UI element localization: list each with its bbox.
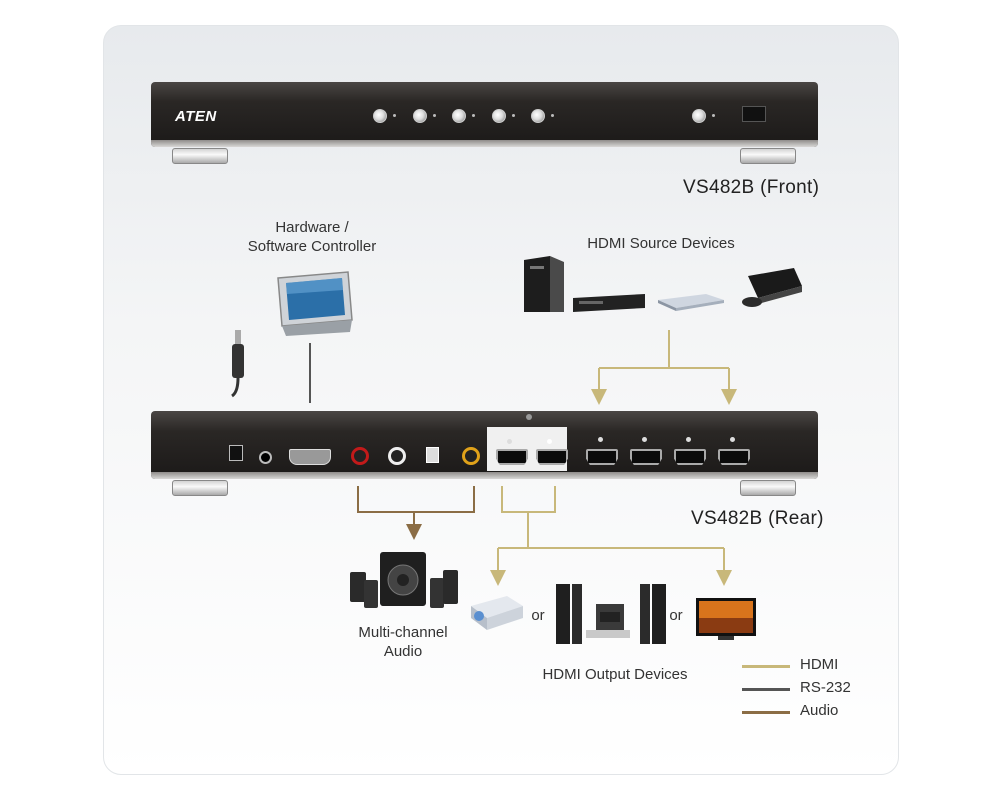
hdmi-input-4-indicator <box>730 437 735 442</box>
port-led-4 <box>512 114 515 117</box>
output-select-button <box>692 109 706 123</box>
front-foot-right <box>740 148 796 164</box>
blu-ray-player-icon <box>573 294 645 312</box>
touch-panel-controller-icon <box>277 271 353 336</box>
speaker-system-icon <box>350 552 458 608</box>
port-select-button-5 <box>531 109 545 123</box>
port-select-button-3 <box>452 109 466 123</box>
projector-icon <box>471 596 523 630</box>
rear-panel-edge <box>151 472 818 479</box>
front-foot-left <box>172 148 228 164</box>
port-select-button-1 <box>373 109 387 123</box>
set-top-box-icon <box>658 294 724 311</box>
controller-label: Hardware / Software Controller <box>232 218 392 256</box>
front-panel: ATEN <box>151 82 818 147</box>
audio-left-rca-jack <box>351 447 369 465</box>
hdtv-icon <box>696 598 756 640</box>
front-panel-label: VS482B (Front) <box>683 177 820 198</box>
legend-audio-swatch <box>742 711 790 714</box>
pc-tower-icon <box>524 256 564 312</box>
hdmi-output-port-2 <box>536 449 568 465</box>
hdmi-input-port-1 <box>586 449 618 465</box>
source-devices-label: HDMI Source Devices <box>587 235 735 252</box>
port-led-2 <box>433 114 436 117</box>
front-panel-edge <box>151 140 818 147</box>
output-devices-label: HDMI Output Devices <box>542 666 688 683</box>
audio-right-rca-jack <box>388 447 406 465</box>
legend-audio-label: Audio <box>800 702 839 719</box>
rs232-port <box>289 449 331 465</box>
port-select-button-4 <box>492 109 506 123</box>
port-select-button-2 <box>413 109 427 123</box>
dc-power-jack <box>229 445 243 461</box>
audio-label-line2: Audio <box>383 643 423 660</box>
audio-label: Multi-channel Audio <box>343 623 463 661</box>
hdmi-output-1-indicator <box>507 439 512 444</box>
hdmi-output-2-indicator <box>547 439 552 444</box>
rear-foot-left <box>172 480 228 496</box>
or-separator-2: or <box>669 607 683 624</box>
ir-receiver-window <box>742 106 766 122</box>
hdmi-input-3-indicator <box>686 437 691 442</box>
hdmi-input-1-indicator <box>598 437 603 442</box>
rear-foot-right <box>740 480 796 496</box>
port-led-3 <box>472 114 475 117</box>
hdmi-input-port-3 <box>674 449 706 465</box>
hdmi-output-port-1 <box>496 449 528 465</box>
port-led-5 <box>551 114 554 117</box>
ir-port <box>259 451 272 464</box>
rs232-cable <box>309 343 311 403</box>
legend-rs232-swatch <box>742 688 790 691</box>
aten-logo: ATEN <box>175 108 217 125</box>
hdmi-input-2-indicator <box>642 437 647 442</box>
coaxial-audio-jack <box>462 447 480 465</box>
rear-panel <box>151 411 818 479</box>
legend-hdmi-label: HDMI <box>800 656 839 673</box>
controller-label-line1: Hardware / <box>275 219 349 236</box>
controller-label-line2: Software Controller <box>247 238 377 255</box>
hdmi-input-port-2 <box>630 449 662 465</box>
legend-rs232-label: RS-232 <box>800 679 851 696</box>
game-console-icon <box>742 268 802 307</box>
rear-panel-label: VS482B (Rear) <box>691 508 824 529</box>
port-led-1 <box>393 114 396 117</box>
hdmi-input-port-4 <box>718 449 750 465</box>
output-led <box>712 114 715 117</box>
or-separator-1: or <box>531 607 545 624</box>
power-adapter-plug-icon <box>231 330 244 398</box>
optical-audio-port <box>426 447 439 463</box>
legend-hdmi-swatch <box>742 665 790 668</box>
ground-screw <box>526 414 532 420</box>
home-theater-system-icon <box>556 584 666 644</box>
audio-label-line1: Multi-channel <box>358 624 448 641</box>
